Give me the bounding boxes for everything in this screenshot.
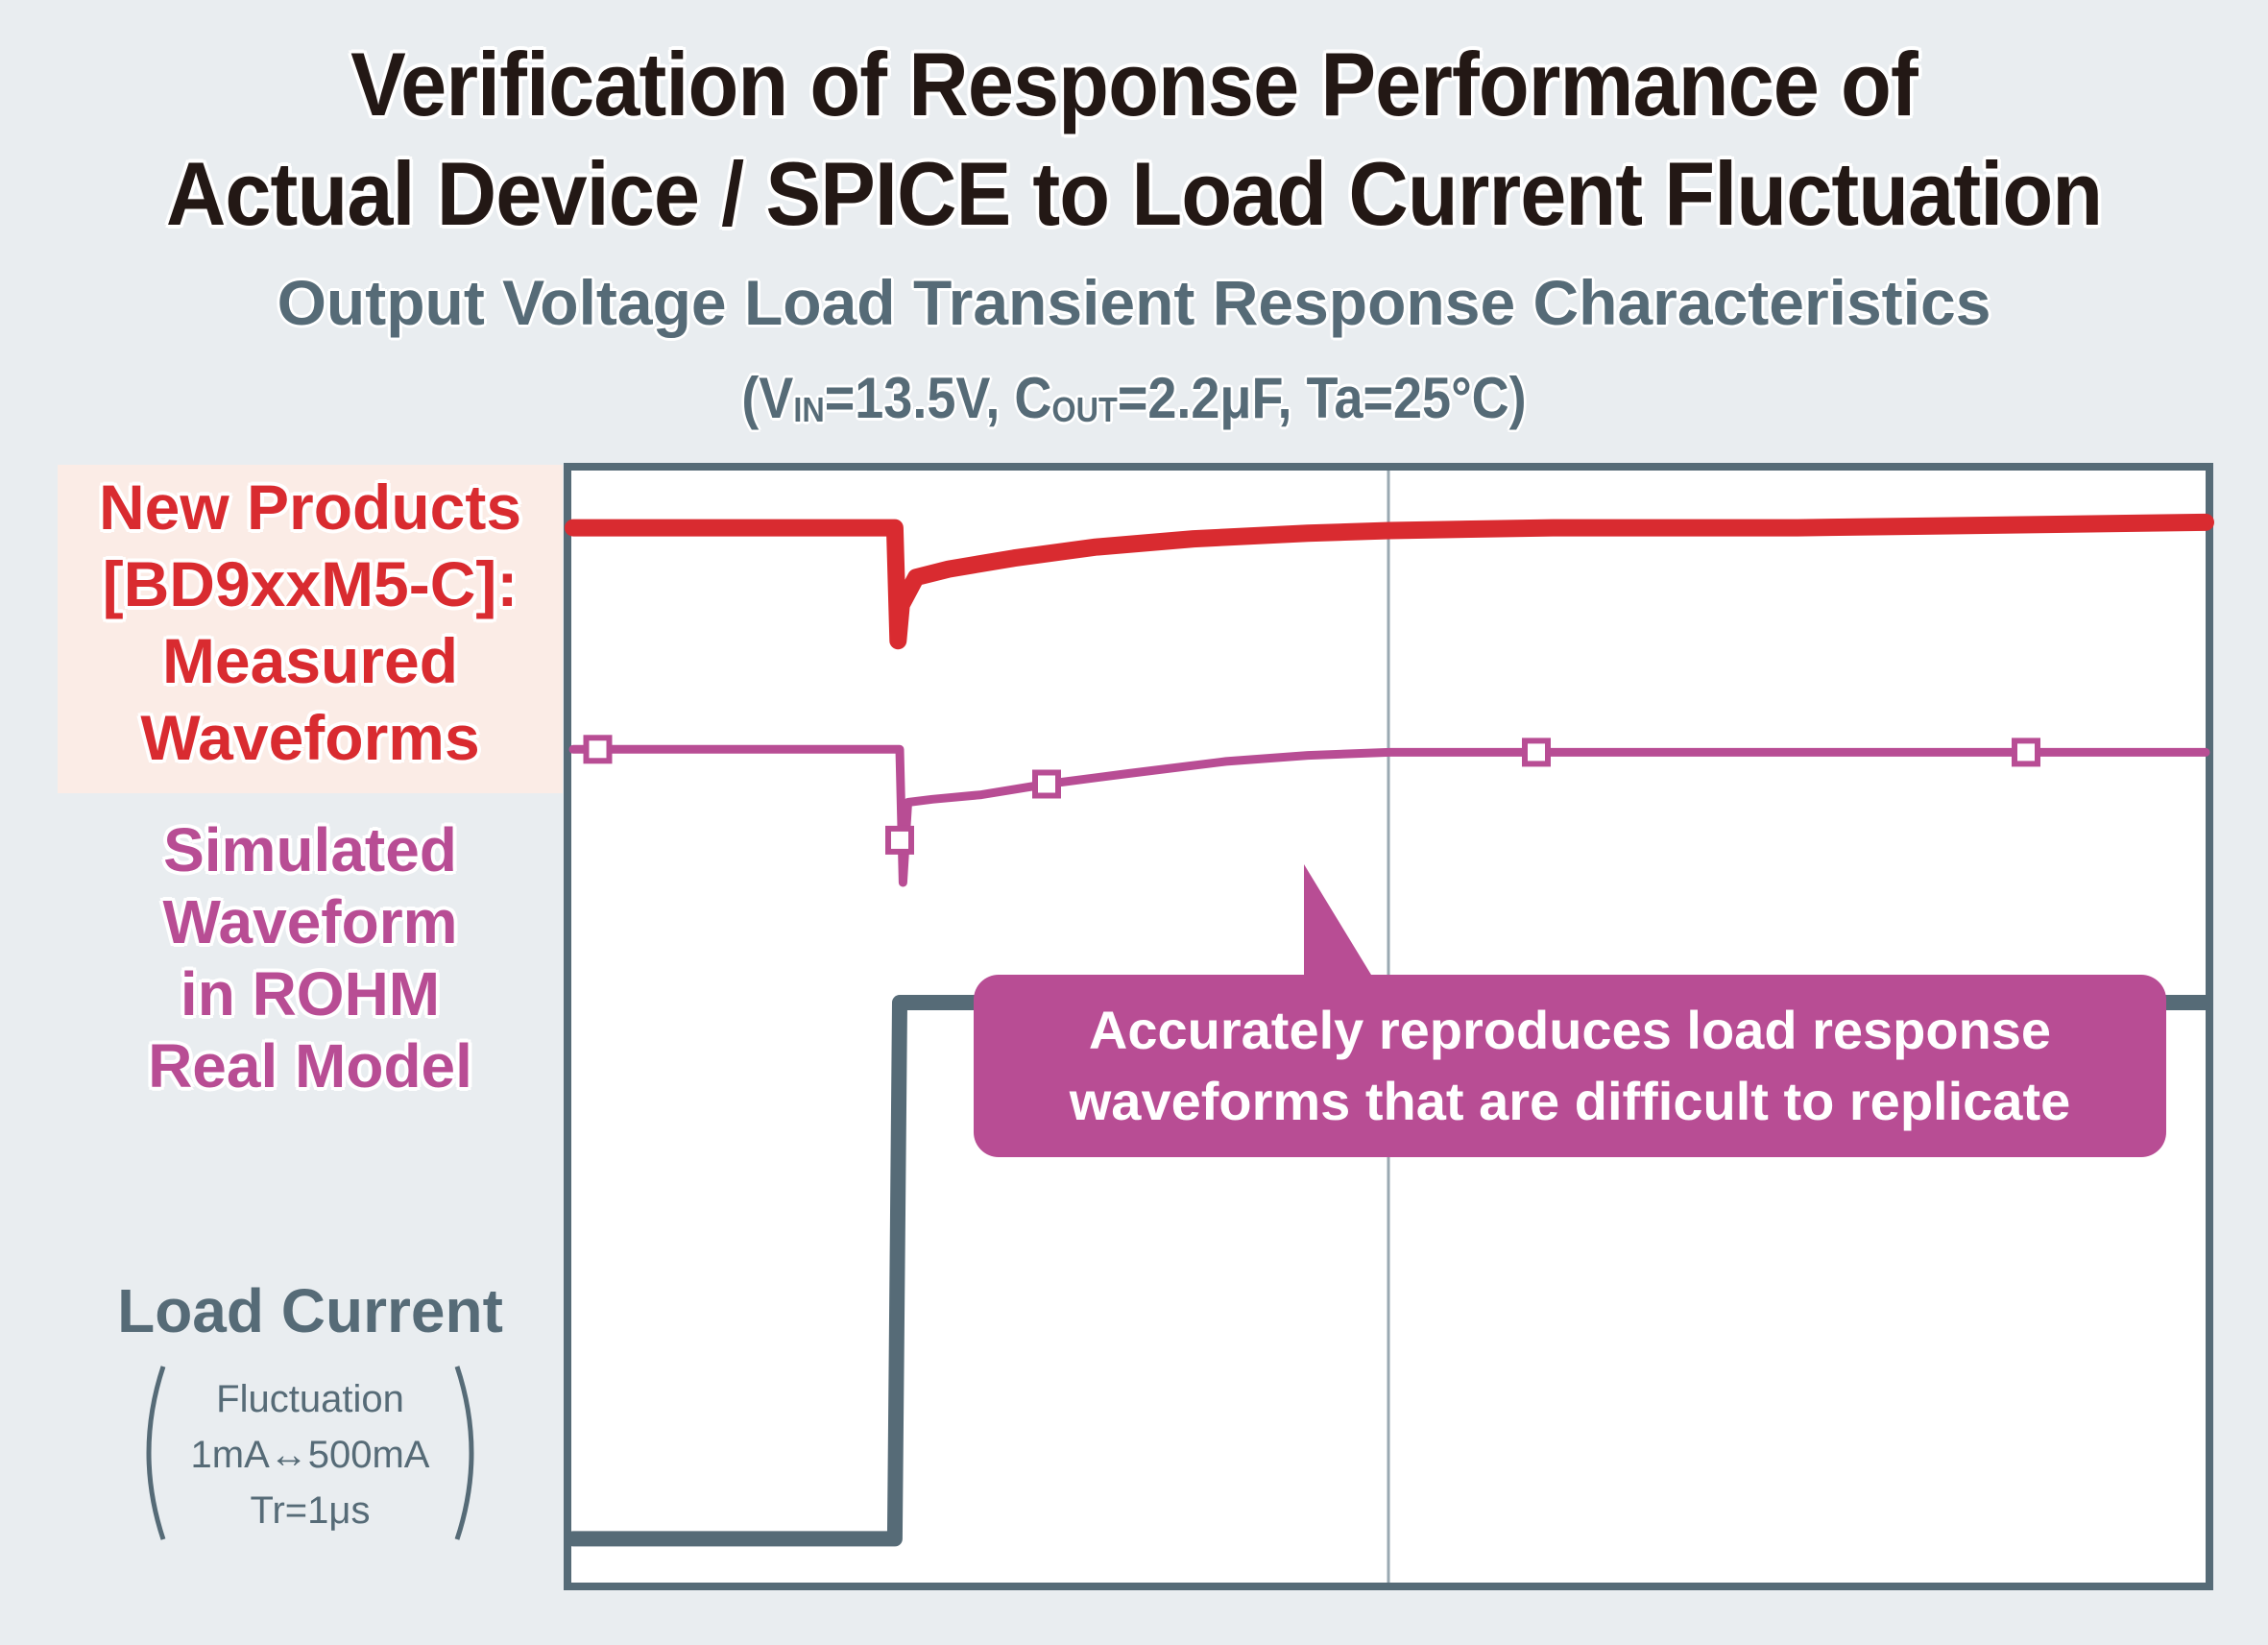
legend-measured-label: New Products [BD9xxM5-C]: Measured Wavef… — [58, 469, 563, 776]
callout-line-1: Accurately reproduces load response — [1088, 1000, 2052, 1060]
conditions-open: (V — [741, 366, 794, 430]
chart-subtitle: Output Voltage Load Transient Response C… — [277, 267, 1991, 338]
measured-waveform-line — [565, 513, 2214, 650]
simulated-marker — [583, 735, 613, 764]
simulated-marker — [1522, 738, 1551, 767]
simulated-label-line: Waveform — [162, 887, 458, 956]
simulated-label-line: Simulated — [163, 815, 457, 884]
vin-subscript: IN — [793, 390, 825, 429]
simulated-marker — [1032, 769, 1061, 799]
legend-simulated-label: Simulated Waveform in ROHM Real Model — [58, 814, 563, 1102]
test-conditions: (VIN=13.5V, COUT=2.2μF, Ta=25°C) — [113, 367, 2155, 442]
simulated-label-line: Real Model — [148, 1031, 472, 1101]
callout-line-2: waveforms that are difficult to replicat… — [1069, 1071, 2071, 1131]
cout-subscript: OUT — [1051, 390, 1118, 429]
load-current-detail: Fluctuation 1mA↔500mA Tr=1μs — [134, 1362, 486, 1544]
measured-label-background — [58, 465, 563, 793]
simulated-marker — [885, 825, 914, 855]
right-parenthesis-icon — [454, 1366, 474, 1540]
callout-pointer — [1304, 864, 1371, 975]
measured-label-line: New Products — [98, 472, 522, 543]
conditions-vin: =13.5V, C — [824, 366, 1052, 430]
load-detail-line: Tr=1μs — [250, 1489, 371, 1532]
legend-load-current-label: Load Current — [117, 1276, 503, 1345]
conditions-rest: =2.2μF, Ta=25°C) — [1117, 366, 1527, 430]
simulated-marker — [2012, 738, 2040, 767]
simulated-label-line: in ROHM — [180, 959, 441, 1028]
title-line-1: Verification of Response Performance of — [350, 34, 1918, 134]
left-parenthesis-icon — [146, 1366, 166, 1540]
measured-label-line: Measured — [161, 625, 459, 696]
measured-label-line: [BD9xxM5-C]: — [102, 548, 519, 619]
measured-label-line: Waveforms — [140, 702, 480, 773]
callout-annotation: Accurately reproduces load response wave… — [974, 975, 2166, 1157]
title-line-2: Actual Device / SPICE to Load Current Fl… — [165, 143, 2103, 244]
load-detail-line: Fluctuation — [216, 1378, 404, 1420]
load-detail-line: 1mA↔500mA — [190, 1434, 430, 1476]
